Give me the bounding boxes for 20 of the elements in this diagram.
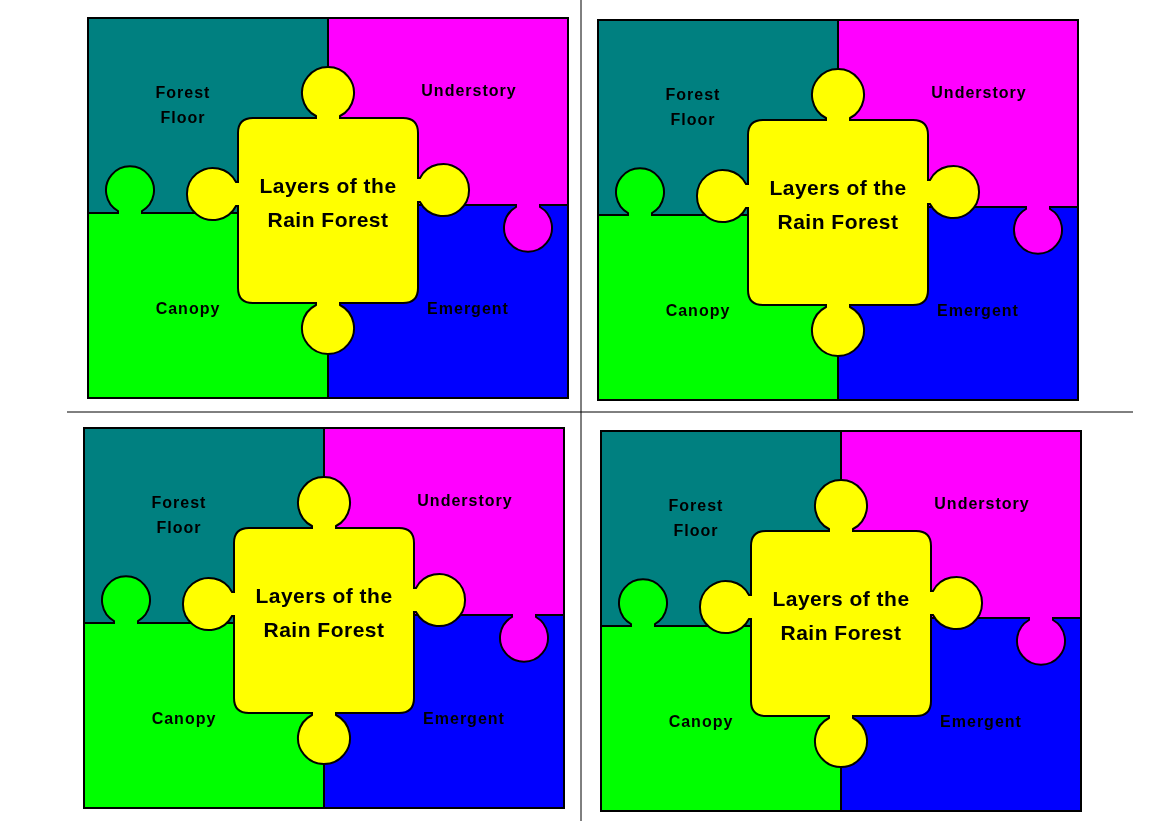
piece-label: Emergent xyxy=(426,298,510,319)
piece-label: Layers of the Rain Forest xyxy=(258,173,398,233)
piece-label: Emergent xyxy=(936,300,1020,321)
piece-label: Forest Floor xyxy=(664,85,722,130)
piece-label: Canopy xyxy=(150,708,218,729)
piece-label: Understory xyxy=(930,82,1028,103)
piece-label: Canopy xyxy=(667,711,735,732)
piece-label: Understory xyxy=(933,493,1031,514)
piece-label: Layers of the Rain Forest xyxy=(768,175,908,235)
piece-label: Understory xyxy=(416,490,514,511)
piece-label: Emergent xyxy=(422,708,506,729)
piece-label: Forest Floor xyxy=(154,83,212,128)
piece-label: Layers of the Rain Forest xyxy=(771,586,911,646)
piece-label: Canopy xyxy=(664,300,732,321)
piece-label: Canopy xyxy=(154,298,222,319)
piece-label: Emergent xyxy=(939,711,1023,732)
piece-label: Forest Floor xyxy=(667,496,725,541)
piece-label: Layers of the Rain Forest xyxy=(254,583,394,643)
piece-label: Understory xyxy=(420,80,518,101)
piece-label: Forest Floor xyxy=(150,493,208,538)
